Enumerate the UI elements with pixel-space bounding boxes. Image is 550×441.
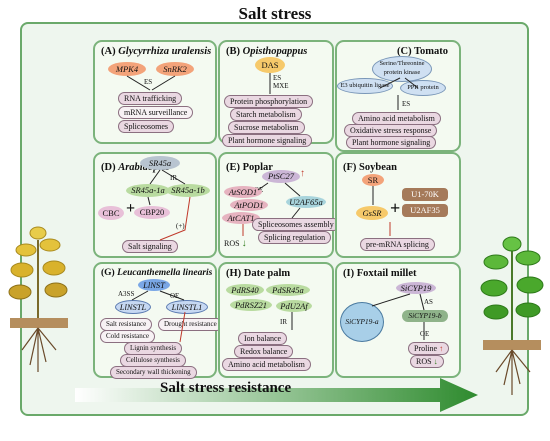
edge-label-ir-h: IR — [280, 318, 287, 326]
gene-u2af65a: U2AF65a — [286, 196, 326, 208]
connector-d-2 — [161, 169, 186, 185]
edge-label-mxe: MXE — [273, 82, 289, 90]
node-ppr-protein: PPR protein — [400, 80, 446, 96]
process-secondary-wall-thickening: Secondary wall thickening — [110, 366, 197, 379]
gene-llnstl: LlNSTL — [115, 300, 151, 314]
connector-d-4 — [159, 196, 191, 241]
gene-atsod1: AtSOD1 — [224, 186, 262, 198]
panel-g-title: (G) Leucanthemella linearis — [101, 268, 213, 278]
process-ros-i: ROS ↓ — [410, 355, 444, 368]
process-mrna-surveillance: mRNA surveillance — [118, 106, 194, 119]
ros-down-arrow-e: ↓ — [241, 238, 247, 249]
edge-label-ir-d: IR — [170, 174, 177, 182]
connector-d-1 — [149, 169, 161, 185]
proline-up-arrow: ↑ — [439, 344, 444, 353]
ros-down-arrow-i: ↓ — [433, 357, 438, 366]
panel-b-title: (B) Opisthopappus — [226, 46, 308, 57]
gene-gssr: GsSR — [356, 206, 388, 220]
gene-sr45a-1a: SR45a-1a — [126, 184, 170, 197]
process-spliceosomes-assembly: Spliceosomes assembly — [252, 218, 340, 231]
process-drought-resistance: Drought resistance — [158, 318, 223, 331]
gene-u1-70k: U1-70K — [402, 188, 448, 201]
process-sucrose-metabolism: Sucrose metabolism — [228, 121, 305, 134]
connector-c-1 — [379, 77, 401, 89]
salt-stress-resistance-title: Salt stress resistance — [160, 380, 292, 396]
connector-c-2 — [404, 77, 419, 89]
right-plant-illustration — [480, 236, 544, 395]
edge-label-as: AS — [424, 298, 433, 306]
connector-a-1 — [126, 75, 151, 91]
edge-label-es-a: ES — [144, 78, 153, 86]
panel-i-title: (I) Foxtail millet — [343, 268, 417, 279]
process-pre-mrna-splicing: pre-mRNA splicing — [360, 238, 435, 251]
process-redox-balance: Redox balance — [234, 345, 294, 358]
gene-sicyp19-b: SiCYP19-b — [402, 310, 448, 322]
process-plant-hormone-signaling-b: Plant hormone signaling — [222, 134, 313, 147]
gene-pdu2af: PdU2Af — [276, 300, 312, 312]
connector-g-3 — [179, 311, 186, 343]
gene-u2af35: U2AF35 — [402, 204, 448, 217]
gene-sr45a: SR45a — [140, 156, 180, 170]
connector-i-1 — [371, 293, 411, 307]
gene-sr45a-1b: SR45a-1b — [166, 184, 210, 197]
positive-regulation-sign: (+) — [176, 222, 185, 230]
gene-cbp20: CBP20 — [134, 206, 170, 219]
process-plant-hormone-signaling-c: Plant hormone signaling — [346, 136, 437, 149]
panel-e-title: (E) Poplar — [226, 162, 273, 173]
edge-label-es-b: ES — [273, 74, 282, 82]
panel-a-title: (A) Glycyrrhiza uralensis — [101, 46, 212, 57]
panel-c-title: (C) Tomato — [397, 46, 449, 57]
gene-sr: SR — [362, 174, 384, 186]
plus-sign-f: + — [390, 198, 401, 218]
salt-stress-title: Salt stress — [238, 4, 312, 23]
gene-sicyp19-a: SiCYP19-a — [340, 302, 384, 342]
gene-pdsr45a: PdSR45a — [266, 284, 310, 296]
process-salt-signaling: Salt signaling — [122, 240, 178, 253]
gene-das: DAS — [255, 57, 285, 73]
gene-cbc: CBC — [98, 206, 124, 220]
edge-label-oe-i: OE — [420, 330, 430, 338]
gene-llnstl1: LlNSTL1 — [166, 300, 208, 314]
connector-e-3 — [291, 207, 301, 219]
connector-g-2 — [159, 290, 185, 301]
process-protein-phosphorylation: Protein phosphorylation — [224, 95, 314, 108]
gene-mpk4: MPK4 — [108, 62, 146, 76]
process-spliceosomes: Spliceosomes — [118, 120, 174, 133]
plus-sign-d: + — [126, 200, 136, 217]
panel-h-title: (H) Date palm — [226, 268, 291, 279]
connector-d-3 — [147, 196, 151, 206]
gene-pdrs40: PdRS40 — [226, 284, 264, 296]
connector-i-2 — [419, 293, 425, 311]
node-e3-ubiquitin-ligase: E3 ubiquitin ligase — [337, 78, 393, 94]
left-plant-illustration — [8, 226, 68, 372]
gene-ptsc27: PtSC27 — [262, 170, 300, 183]
edge-label-es-c: ES — [402, 100, 411, 108]
edge-label-a3ss: A3SS — [118, 290, 135, 298]
gene-sicyp19: SiCYP19 — [396, 282, 436, 294]
process-starch-metabolism: Starch metabolism — [230, 108, 302, 121]
gene-llnst: LlNST — [138, 279, 170, 291]
connector-e-1 — [257, 182, 269, 191]
connector-e-2 — [284, 182, 301, 197]
gene-atpod1: AtPOD1 — [230, 199, 268, 211]
process-ros-e: ROS ↓ — [224, 238, 247, 249]
ptsc27-up-arrow: ↑ — [300, 168, 305, 179]
resistance-arrow — [75, 378, 478, 412]
process-rna-trafficking: RNA trafficking — [118, 92, 183, 105]
connector-g-1 — [131, 290, 149, 301]
gene-pdrsz21: PdRSZ21 — [230, 299, 272, 311]
panel-f-title: (F) Soybean — [343, 162, 397, 173]
process-proline: Proline ↑ — [408, 342, 450, 355]
gene-snrk2: SnRK2 — [156, 62, 194, 76]
process-ion-balance: Ion balance — [238, 332, 288, 345]
process-splicing-regulation: Splicing regulation — [258, 231, 332, 244]
connector-a-2 — [151, 75, 176, 91]
node-serine-threonine-kinase: Serine/Threonine protein kinase — [372, 56, 432, 82]
process-amino-acid-metabolism-h: Amino acid metabolism — [222, 358, 311, 371]
gene-atcat1: AtCAT1 — [222, 212, 260, 224]
